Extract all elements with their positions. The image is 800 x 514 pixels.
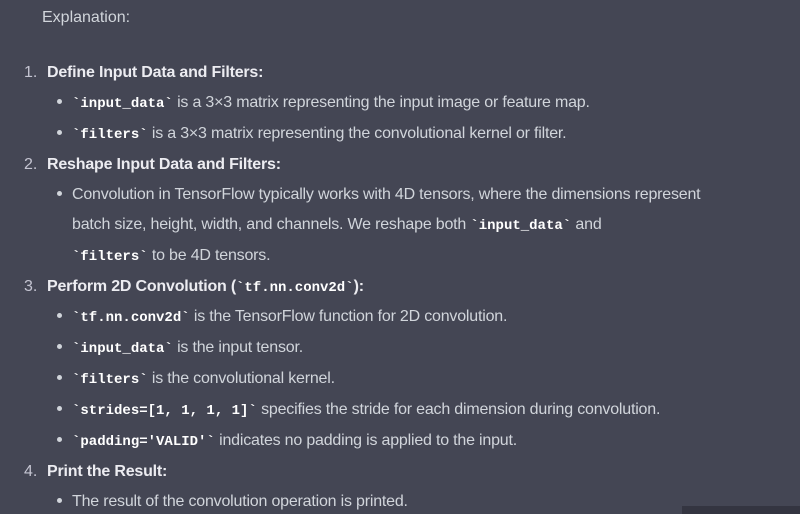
bullet-text: to be 4D tensors. [147, 247, 271, 264]
bullet-text: and [571, 216, 602, 233]
step-title: Perform 2D Convolution (`tf.nn.conv2d`): [47, 278, 364, 296]
step-1-bullets: `input_data` is a 3×3 matrix representin… [0, 88, 800, 150]
inline-code: `input_data` [72, 96, 173, 112]
bullet-icon [57, 406, 62, 411]
list-item: `tf.nn.conv2d` is the TensorFlow functio… [0, 302, 800, 333]
step-2: 2. Reshape Input Data and Filters: Convo… [0, 150, 800, 272]
bullet-icon [57, 191, 62, 196]
bullet-icon [57, 375, 62, 380]
step-4-bullets: The result of the convolution operation … [0, 487, 800, 514]
list-item: The result of the convolution operation … [0, 487, 800, 514]
step-2-header: 2. Reshape Input Data and Filters: [0, 150, 800, 180]
step-4-header: 4. Print the Result: [0, 457, 800, 487]
step-title: Reshape Input Data and Filters: [47, 156, 281, 173]
step-4: 4. Print the Result: The result of the c… [0, 457, 800, 514]
bullet-text: is the input tensor. [172, 339, 303, 356]
bullet-text: is the TensorFlow function for 2D convol… [189, 308, 508, 325]
bullet-text: specifies the stride for each dimension … [256, 401, 661, 418]
list-item: `filters` is the convolutional kernel. [0, 364, 800, 395]
list-item: `filters` is a 3×3 matrix representing t… [0, 119, 800, 150]
list-item: Convolution in TensorFlow typically work… [0, 180, 800, 272]
steps-list: 1. Define Input Data and Filters: `input… [0, 58, 800, 514]
step-1-header: 1. Define Input Data and Filters: [0, 58, 800, 88]
page-corner [682, 506, 800, 514]
inline-code: `strides=[1, 1, 1, 1]` [72, 403, 257, 419]
list-item: `strides=[1, 1, 1, 1]` specifies the str… [0, 395, 800, 426]
bullet-icon [57, 313, 62, 318]
bullet-text: is the convolutional kernel. [147, 370, 335, 387]
step-number: 4. [24, 463, 38, 480]
inline-code: `tf.nn.conv2d` [72, 310, 190, 326]
step-number: 2. [24, 156, 38, 173]
bullet-text: is a 3×3 matrix representing the convolu… [147, 125, 567, 142]
bullet-icon [57, 437, 62, 442]
step-3-bullets: `tf.nn.conv2d` is the TensorFlow functio… [0, 302, 800, 457]
bullet-icon [57, 99, 62, 104]
step-title: Define Input Data and Filters: [47, 64, 264, 81]
step-number: 3. [24, 278, 38, 295]
inline-code: `input_data` [470, 218, 572, 234]
step-3: 3. Perform 2D Convolution (`tf.nn.conv2d… [0, 272, 800, 457]
step-3-header: 3. Perform 2D Convolution (`tf.nn.conv2d… [0, 272, 800, 302]
bullet-text: Convolution in TensorFlow typically work… [72, 186, 701, 233]
bullet-icon [57, 130, 62, 135]
step-2-bullets: Convolution in TensorFlow typically work… [0, 180, 800, 272]
bullet-text: The result of the convolution operation … [72, 493, 408, 510]
inline-code: `padding='VALID'` [72, 434, 215, 450]
bullet-text: indicates no padding is applied to the i… [214, 432, 517, 449]
bullet-text: is a 3×3 matrix representing the input i… [172, 94, 590, 111]
step-number: 1. [24, 64, 38, 81]
inline-code: `tf.nn.conv2d` [235, 280, 354, 296]
inline-code: `input_data` [72, 341, 173, 357]
bullet-icon [57, 498, 62, 503]
bullet-icon [57, 344, 62, 349]
step-title: Print the Result: [47, 463, 168, 480]
list-item: `padding='VALID'` indicates no padding i… [0, 426, 800, 457]
inline-code: `filters` [72, 372, 148, 388]
inline-code: `filters` [72, 127, 148, 143]
step-1: 1. Define Input Data and Filters: `input… [0, 58, 800, 150]
explanation-heading: Explanation: [42, 9, 131, 26]
list-item: `input_data` is the input tensor. [0, 333, 800, 364]
list-item: `input_data` is a 3×3 matrix representin… [0, 88, 800, 119]
inline-code: `filters` [72, 249, 148, 265]
